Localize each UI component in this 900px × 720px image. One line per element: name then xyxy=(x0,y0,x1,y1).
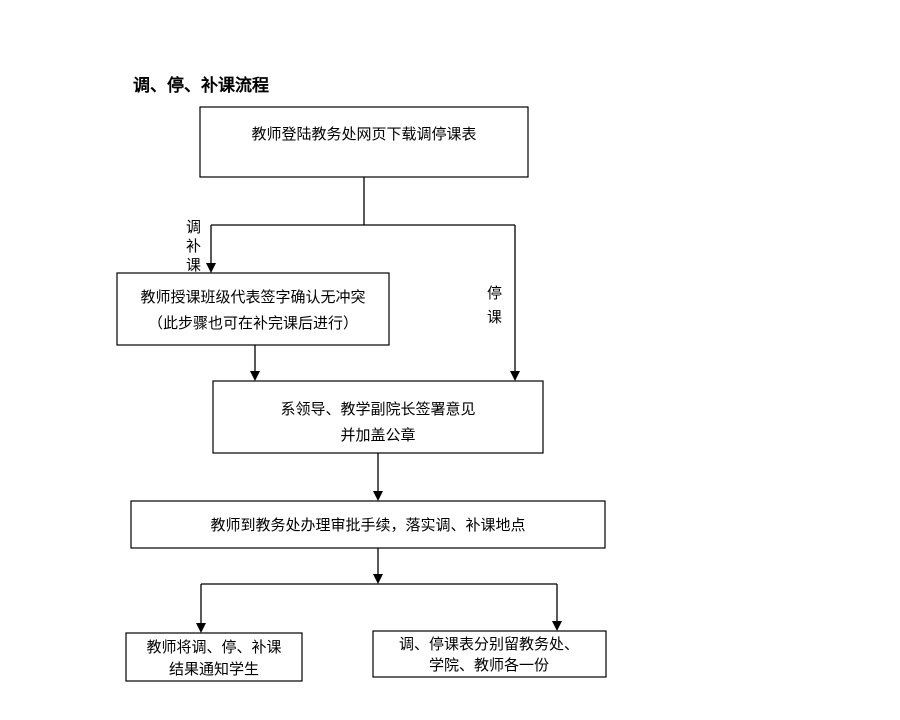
branch-label-left-char-3: 课 xyxy=(186,256,201,274)
arrowhead-stop-to-leader xyxy=(510,371,520,381)
step-procedures-box xyxy=(130,500,606,549)
step-rep-sign-box xyxy=(116,272,390,346)
step-notify-text-line-2: 结果通知学生 xyxy=(169,660,259,678)
arrowhead-to-rep-sign xyxy=(206,263,216,273)
flowchart-title: 调、停、补课流程 xyxy=(133,75,269,96)
step-archive-box xyxy=(372,630,607,678)
step-archive-text-line-1: 调、停课表分别留教务处、 xyxy=(399,635,579,653)
step-leader-sign-text-line-2: 并加盖公章 xyxy=(340,426,415,444)
step-procedures-text: 教师到教务处办理审批手续，落实调、补课地点 xyxy=(210,516,525,534)
branch-label-right-char-2: 课 xyxy=(487,308,502,326)
step-rep-sign-text-line-1: 教师授课班级代表签字确认无冲突 xyxy=(140,288,365,306)
branch-label-left-char-2: 补 xyxy=(186,237,201,255)
arrowhead-procedures-split xyxy=(373,574,383,584)
step-notify-text-line-1: 教师将调、停、补课 xyxy=(146,638,281,656)
branch-label-right-char-1: 停 xyxy=(487,284,502,302)
arrowhead-leader-to-procedures xyxy=(373,491,383,501)
branch-label-left-char-1: 调 xyxy=(186,218,201,236)
step-archive-text-line-2: 学院、教师各一份 xyxy=(429,656,549,674)
arrowhead-rep-to-leader xyxy=(250,371,260,381)
step-download-box xyxy=(199,106,529,178)
step-download-text: 教师登陆教务处网页下载调停课表 xyxy=(251,125,476,143)
step-leader-sign-text-line-1: 系领导、教学副院长签署意见 xyxy=(280,400,475,418)
arrowhead-to-archive xyxy=(552,621,562,631)
step-notify-box xyxy=(125,632,303,682)
step-rep-sign-text-line-2: （此步骤也可在补完课后进行） xyxy=(148,314,358,332)
arrowhead-to-notify xyxy=(196,623,206,633)
